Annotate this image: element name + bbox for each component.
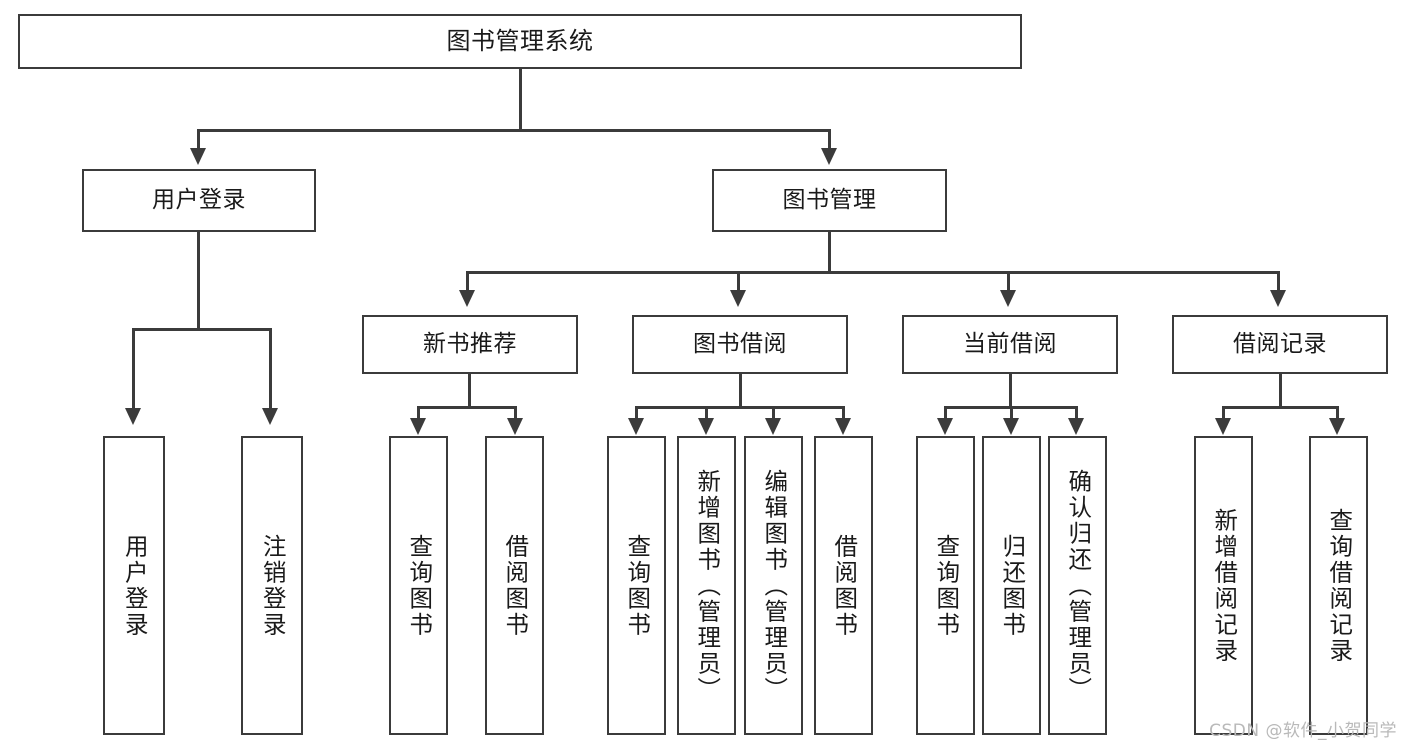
connector-book-management-bus [466, 271, 1278, 274]
node-book-management[interactable]: 图书管理 [712, 169, 947, 232]
connector-bb-to-leaf-1 [635, 406, 638, 420]
connector-root-stem [519, 68, 522, 131]
node-label: 编辑图书（管理员） [760, 468, 789, 703]
connector-bm-to-new-book [466, 271, 469, 293]
arrowhead-to-user-login [190, 148, 206, 165]
arrowhead-to-leaf-add-book-admin [698, 418, 714, 435]
node-leaf-add-borrow-record[interactable]: 新增借阅记录 [1194, 436, 1253, 735]
connector-bb-to-leaf-3 [772, 406, 775, 420]
node-leaf-add-book-admin[interactable]: 新增图书（管理员） [677, 436, 736, 735]
node-label: 借阅图书 [830, 533, 859, 638]
connector-user-login-to-leaf-1 [132, 328, 135, 410]
arrowhead-to-leaf-query-book-1 [410, 418, 426, 435]
arrowhead-to-leaf-borrow-book-2 [835, 418, 851, 435]
node-label: 新增图书（管理员） [693, 468, 722, 703]
node-label: 归还图书 [998, 533, 1027, 638]
arrowhead-to-leaf-return-book [1003, 418, 1019, 435]
arrowhead-to-leaf-query-borrow-record [1329, 418, 1345, 435]
watermark-text: CSDN @软件_小贺同学 [1209, 721, 1397, 741]
connector-br-to-leaf-2 [1336, 406, 1339, 420]
arrowhead-to-leaf-logout-login [262, 408, 278, 425]
node-new-book-recommend[interactable]: 新书推荐 [362, 315, 578, 374]
node-leaf-logout-login[interactable]: 注销登录 [241, 436, 303, 735]
connector-bb-to-leaf-2 [705, 406, 708, 420]
connector-borrow-record-bus [1222, 406, 1339, 409]
connector-new-book-stem [468, 374, 471, 408]
connector-user-login-stem [197, 232, 200, 331]
node-label: 查询借阅记录 [1325, 507, 1354, 664]
arrowhead-to-leaf-query-book-3 [937, 418, 953, 435]
node-label: 借阅图书 [501, 533, 530, 638]
node-leaf-query-borrow-record[interactable]: 查询借阅记录 [1309, 436, 1368, 735]
node-label: 当前借阅 [963, 331, 1057, 358]
node-label: 图书管理系统 [446, 26, 594, 55]
node-leaf-borrow-book-2[interactable]: 借阅图书 [814, 436, 873, 735]
connector-root-to-book-management [828, 129, 831, 151]
connector-root-to-user-login [197, 129, 200, 151]
node-label: 确认归还（管理员） [1064, 468, 1093, 703]
arrowhead-to-borrow-record [1270, 290, 1286, 307]
connector-bm-to-borrow-record [1277, 271, 1280, 293]
connector-cb-to-leaf-2 [1010, 406, 1013, 420]
node-borrow-record[interactable]: 借阅记录 [1172, 315, 1388, 374]
connector-br-to-leaf-1 [1222, 406, 1225, 420]
connector-nb-to-leaf-1 [417, 406, 420, 420]
node-leaf-query-book-3[interactable]: 查询图书 [916, 436, 975, 735]
connector-borrow-record-stem [1279, 374, 1282, 408]
connector-cb-to-leaf-1 [944, 406, 947, 420]
connector-book-borrow-bus [635, 406, 843, 409]
node-label: 新书推荐 [423, 331, 517, 358]
connector-nb-to-leaf-2 [514, 406, 517, 420]
connector-bm-to-current-borrow [1007, 271, 1010, 293]
connector-bm-to-book-borrow [737, 271, 740, 293]
node-leaf-return-book[interactable]: 归还图书 [982, 436, 1041, 735]
arrowhead-to-leaf-confirm-return-admin [1068, 418, 1084, 435]
node-label: 注销登录 [258, 533, 287, 638]
connector-current-borrow-stem [1009, 374, 1012, 408]
connector-bb-to-leaf-4 [842, 406, 845, 420]
node-book-borrow[interactable]: 图书借阅 [632, 315, 848, 374]
node-leaf-edit-book-admin[interactable]: 编辑图书（管理员） [744, 436, 803, 735]
node-leaf-query-book-2[interactable]: 查询图书 [607, 436, 666, 735]
connector-new-book-bus [417, 406, 517, 409]
arrowhead-to-book-borrow [730, 290, 746, 307]
node-label: 用户登录 [120, 533, 149, 638]
arrowhead-to-book-management [821, 148, 837, 165]
node-user-login[interactable]: 用户登录 [82, 169, 316, 232]
connector-root-bus [197, 129, 831, 132]
arrowhead-to-leaf-query-book-2 [628, 418, 644, 435]
node-label: 查询图书 [932, 533, 961, 638]
node-label: 图书借阅 [693, 331, 787, 358]
node-root-book-management-system[interactable]: 图书管理系统 [18, 14, 1022, 69]
arrowhead-to-leaf-edit-book-admin [765, 418, 781, 435]
node-leaf-confirm-return-admin[interactable]: 确认归还（管理员） [1048, 436, 1107, 735]
arrowhead-to-new-book-recommend [459, 290, 475, 307]
connector-user-login-bus [132, 328, 271, 331]
arrowhead-to-leaf-add-borrow-record [1215, 418, 1231, 435]
arrowhead-to-leaf-borrow-book-1 [507, 418, 523, 435]
connector-book-borrow-stem [739, 374, 742, 408]
node-label: 借阅记录 [1233, 331, 1327, 358]
node-current-borrow[interactable]: 当前借阅 [902, 315, 1118, 374]
node-leaf-user-login[interactable]: 用户登录 [103, 436, 165, 735]
node-label: 查询图书 [405, 533, 434, 638]
node-leaf-query-book-1[interactable]: 查询图书 [389, 436, 448, 735]
connector-user-login-to-leaf-2 [269, 328, 272, 410]
node-label: 图书管理 [782, 187, 877, 214]
connector-cb-to-leaf-3 [1075, 406, 1078, 420]
arrowhead-to-leaf-user-login [125, 408, 141, 425]
node-label: 新增借阅记录 [1210, 507, 1239, 664]
connector-book-management-stem [828, 232, 831, 273]
node-label: 查询图书 [623, 533, 652, 638]
arrowhead-to-current-borrow [1000, 290, 1016, 307]
node-label: 用户登录 [152, 187, 246, 214]
node-leaf-borrow-book-1[interactable]: 借阅图书 [485, 436, 544, 735]
